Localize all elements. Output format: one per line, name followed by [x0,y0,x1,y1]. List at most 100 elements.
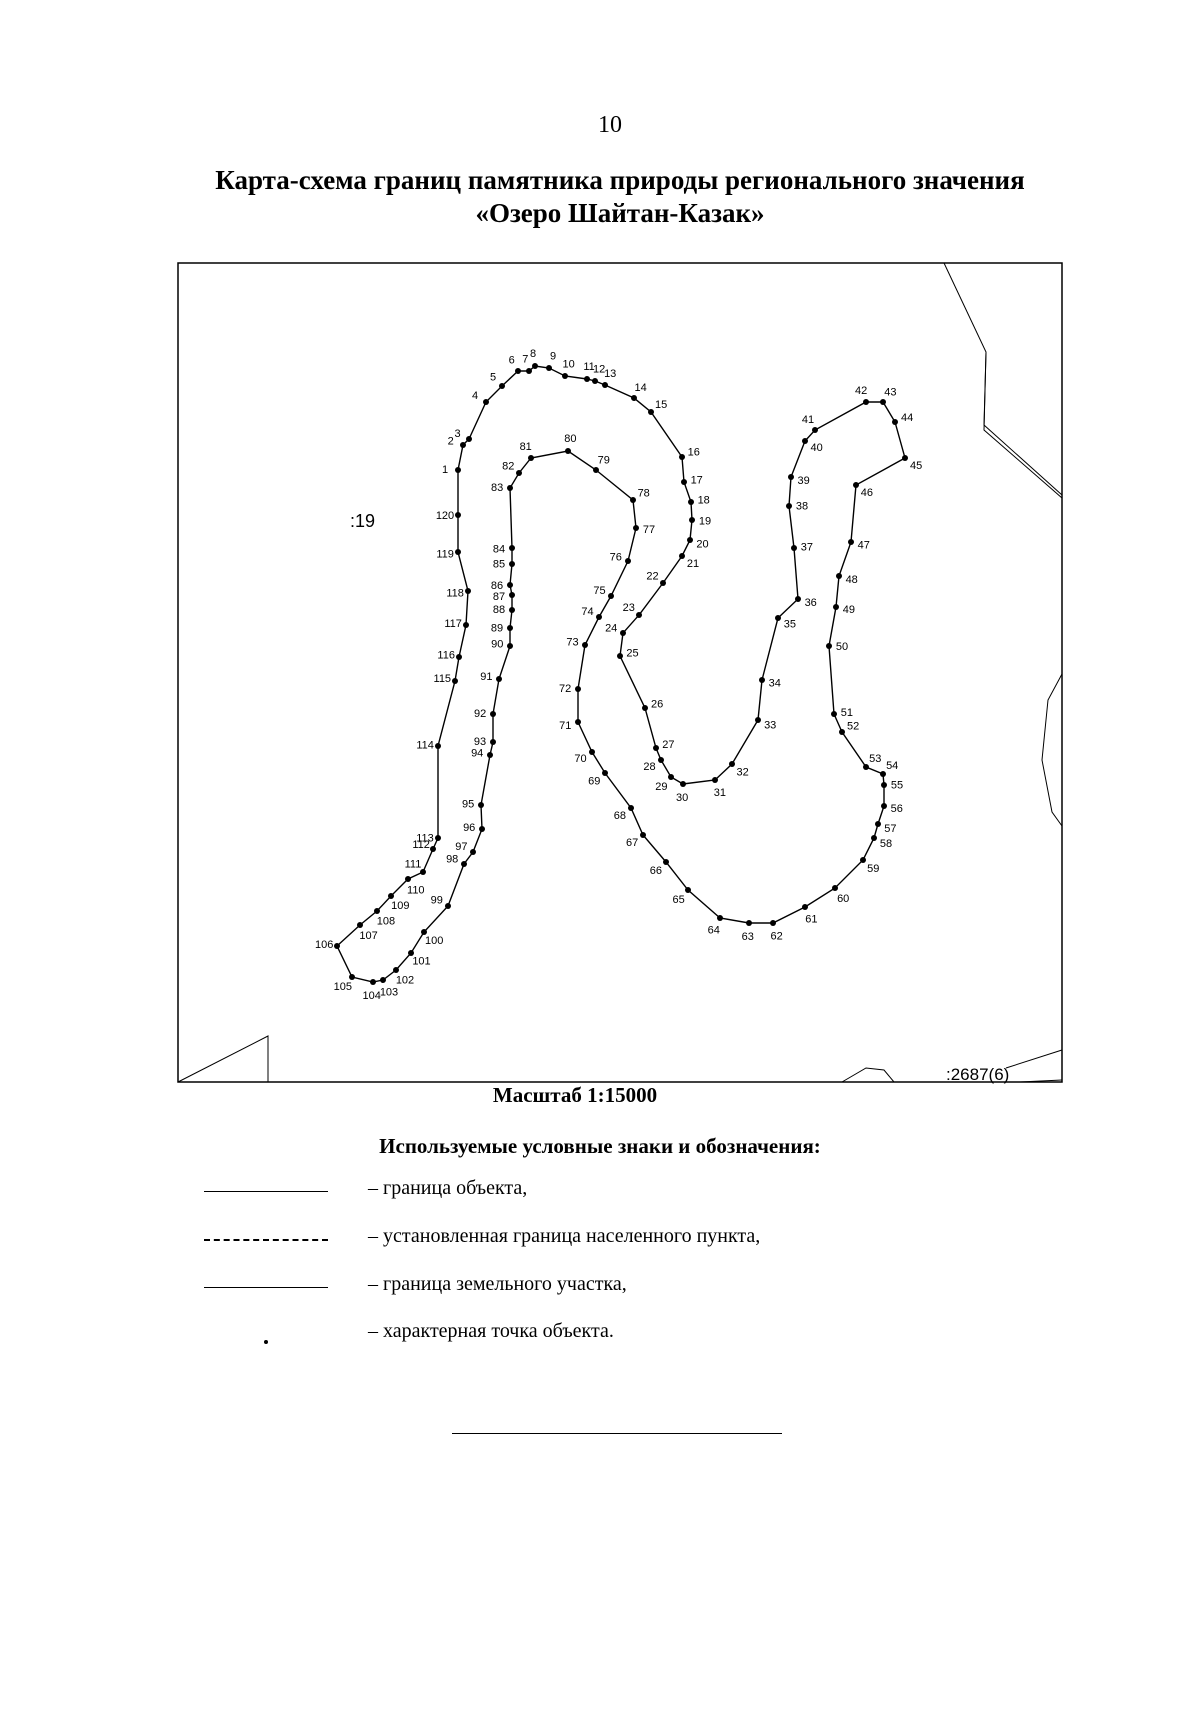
point-label-62: 62 [770,931,782,943]
boundary-point-96 [479,826,485,832]
boundary-point-77 [633,525,639,531]
point-label-30: 30 [676,792,688,804]
parcel-line-s [841,1067,895,1083]
point-label-87: 87 [493,591,505,603]
boundary-point-75 [608,593,614,599]
point-label-47: 47 [858,539,870,551]
boundary-point-55 [881,782,887,788]
boundary-point-37 [791,545,797,551]
point-label-105: 105 [334,981,352,993]
boundary-point-90 [507,643,513,649]
point-label-119: 119 [436,549,454,561]
boundary-point-119 [455,549,461,555]
scale-label: Масштаб 1:15000 [492,1083,658,1107]
boundary-point-92 [490,711,496,717]
point-label-77: 77 [643,524,655,536]
point-label-1: 1 [442,464,448,476]
boundary-point-51 [831,711,837,717]
boundary-point-3 [466,436,472,442]
boundary-point-105 [349,974,355,980]
boundary-point-117 [463,622,469,628]
point-label-24: 24 [605,623,617,635]
boundary-point-6 [515,368,521,374]
boundary-point-17 [681,479,687,485]
boundary-point-86 [507,582,513,588]
point-label-64: 64 [708,924,720,936]
point-label-90: 90 [491,638,503,650]
point-label-72: 72 [559,683,571,695]
point-label-22: 22 [646,570,658,582]
legend-text: – граница объекта, [368,1177,528,1199]
boundary-point-53 [863,764,869,770]
point-label-44: 44 [901,412,913,424]
point-label-88: 88 [493,604,505,616]
boundary-point-38 [786,503,792,509]
legend-text: – граница земельного участка, [368,1273,627,1295]
point-label-28: 28 [643,761,655,773]
boundary-point-35 [775,615,781,621]
parcel-line-se2 [1005,1049,1063,1069]
boundary-point-33 [755,717,761,723]
point-label-63: 63 [742,931,754,943]
point-label-53: 53 [869,753,881,765]
boundary-point-11 [584,376,590,382]
boundary-point-27 [653,745,659,751]
point-label-16: 16 [688,447,700,459]
boundary-point-5 [499,383,505,389]
point-label-10: 10 [562,359,574,371]
point-label-31: 31 [714,787,726,799]
boundary-point-66 [663,859,669,865]
boundary-point-62 [770,920,776,926]
boundary-point-111 [420,869,426,875]
point-label-21: 21 [687,558,699,570]
point-label-25: 25 [626,647,638,659]
boundary-point-18 [688,499,694,505]
boundary-point-76 [625,558,631,564]
point-label-36: 36 [805,597,817,609]
parcel-boundaries [177,262,1063,1083]
boundary-point-118 [465,588,471,594]
point-label-82: 82 [502,461,514,473]
point-label-106: 106 [315,939,333,951]
boundary-point-39 [788,474,794,480]
boundary-point-94 [487,752,493,758]
point-label-97: 97 [455,841,467,853]
point-label-14: 14 [634,382,646,394]
point-label-66: 66 [650,865,662,877]
boundary-point-8 [532,363,538,369]
point-label-81: 81 [520,441,532,453]
point-label-40: 40 [810,442,822,454]
map-title-line2: «Озеро Шайтан-Казак» [475,198,765,228]
point-label-46: 46 [861,487,873,499]
point-label-60: 60 [837,893,849,905]
point-label-80: 80 [564,433,576,445]
boundary-point-44 [892,419,898,425]
boundary-point-95 [478,802,484,808]
point-label-71: 71 [559,720,571,732]
map-frame [177,262,1063,1083]
boundary-point-54 [880,771,886,777]
boundary-point-112 [430,846,436,852]
boundary-point-101 [408,950,414,956]
point-label-100: 100 [425,935,443,947]
point-label-57: 57 [884,823,896,835]
point-label-103: 103 [380,987,398,999]
point-label-3: 3 [454,428,460,440]
boundary-point-20 [687,537,693,543]
boundary-point-9 [546,365,552,371]
boundary-point-48 [836,573,842,579]
point-label-2: 2 [448,436,454,448]
boundary-point-71 [575,719,581,725]
point-label-69: 69 [588,775,600,787]
boundary-point-52 [839,729,845,735]
point-label-86: 86 [491,580,503,592]
point-label-12: 12 [593,364,605,376]
point-label-9: 9 [550,351,556,363]
boundary-point-50 [826,643,832,649]
point-label-13: 13 [604,368,616,380]
point-label-39: 39 [797,475,809,487]
point-label-107: 107 [359,930,377,942]
map-title: Карта-схема границ памятника природы рег… [150,164,1090,230]
legend-item-land-plot-boundary: – граница земельного участка, [0,1273,1200,1305]
